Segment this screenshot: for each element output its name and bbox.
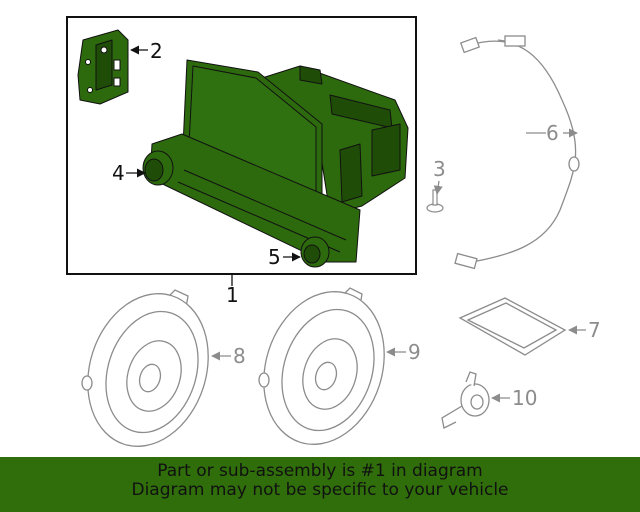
info-banner: Part or sub-assembly is #1 in diagram Di… [0,457,640,512]
callout-7: 7 [588,318,601,342]
callout-1: 1 [226,283,239,307]
callout-9: 9 [408,340,421,364]
tuning-knob[interactable] [300,236,330,268]
callout-6: 6 [546,121,559,145]
right-speaker[interactable] [245,276,404,460]
microphone[interactable] [441,371,490,429]
leader-3 [433,180,443,195]
banner-line-1: Part or sub-assembly is #1 in diagram [157,461,483,481]
volume-knob[interactable] [142,150,174,186]
banner-line-2: Diagram may not be specific to your vehi… [131,480,509,500]
antenna-cable[interactable] [454,35,580,270]
callout-5: 5 [268,245,281,269]
callout-10: 10 [512,386,537,410]
callout-4: 4 [112,161,125,185]
mounting-bracket[interactable] [77,29,129,105]
callout-3: 3 [433,157,446,181]
callout-8: 8 [233,344,246,368]
assembly-frame [66,16,417,275]
left-speaker[interactable] [69,278,228,462]
screw[interactable] [426,189,444,213]
radio-display-unit[interactable] [142,59,409,268]
sd-card[interactable] [458,297,567,356]
callout-2: 2 [150,39,163,63]
